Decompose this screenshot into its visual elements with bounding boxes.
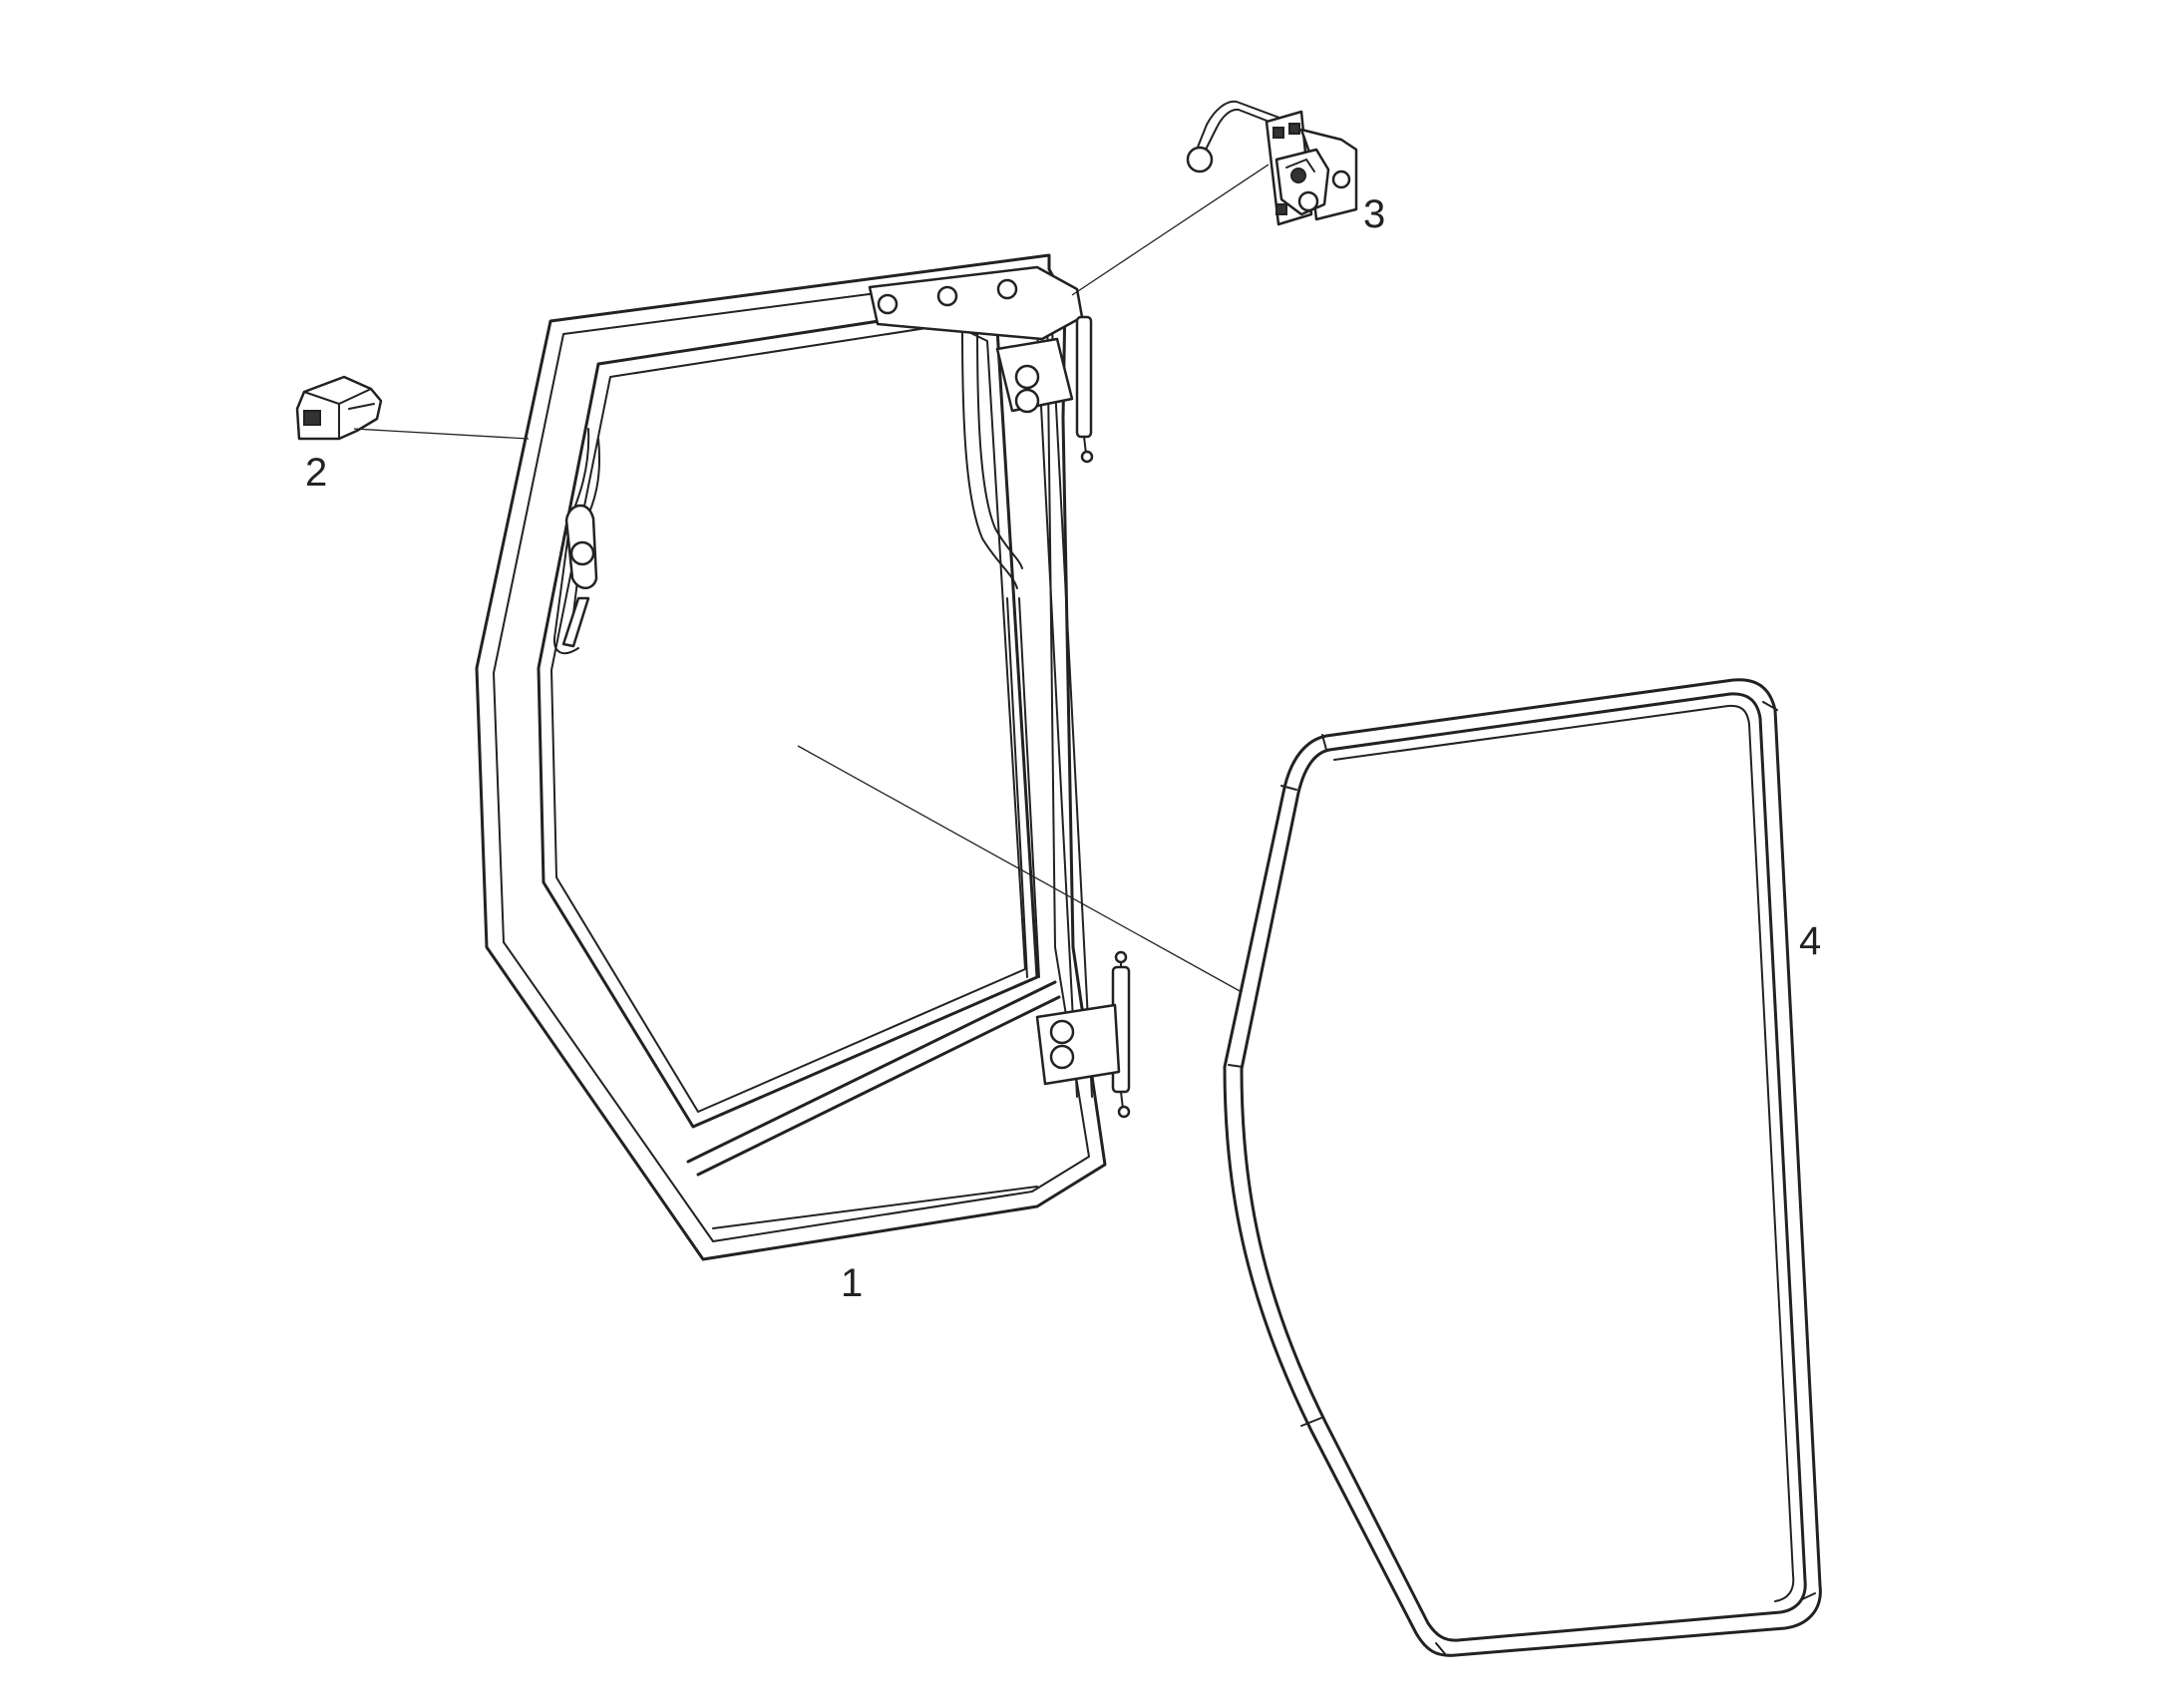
leader-line-2 xyxy=(353,428,530,440)
top-hinge-bracket xyxy=(868,265,1094,464)
callout-label-2: 2 xyxy=(305,451,327,495)
callout-label-4: 4 xyxy=(1799,919,1821,963)
leader-line-1 xyxy=(797,745,1243,993)
leader-lines xyxy=(353,164,1270,993)
lock-assembly-part-3 xyxy=(1186,100,1358,226)
callout-label-3: 3 xyxy=(1363,192,1385,236)
glass-panel-part-4 xyxy=(1223,678,1822,1657)
door-handle xyxy=(561,504,598,648)
latch-part-2 xyxy=(295,375,383,441)
callout-label-1: 1 xyxy=(841,1261,863,1305)
callout-labels: 1 2 3 4 xyxy=(305,192,1821,1305)
bottom-hinge-bracket xyxy=(1035,950,1131,1119)
leader-line-3 xyxy=(1071,164,1270,296)
